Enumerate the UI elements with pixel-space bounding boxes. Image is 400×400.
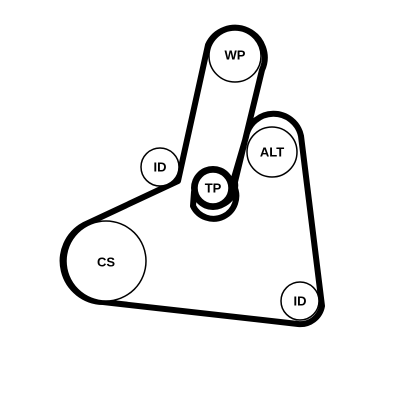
alternator-label: ALT (260, 145, 284, 160)
crankshaft-label: CS (97, 255, 115, 270)
idler-right-label: ID (294, 294, 307, 309)
idler-pulley-left: ID (140, 147, 180, 187)
water-pump-label: WP (225, 48, 246, 63)
tensioner-label: TP (205, 181, 222, 196)
crankshaft-pulley: CS (65, 220, 147, 302)
idler-pulley-right: ID (280, 281, 320, 321)
tensioner-pulley: TP (191, 166, 235, 210)
water-pump-pulley: WP (208, 29, 262, 83)
idler-left-label: ID (154, 160, 167, 175)
alternator-pulley: ALT (246, 126, 298, 178)
